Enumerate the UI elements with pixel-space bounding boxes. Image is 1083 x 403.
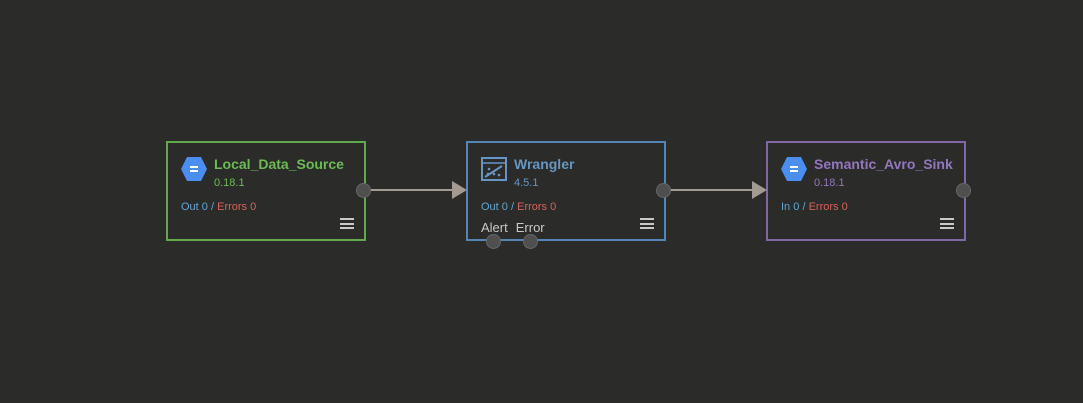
errors-count: 0 <box>550 201 557 213</box>
node-name: Wrangler <box>514 156 575 172</box>
node-version: 0.18.1 <box>814 177 845 189</box>
node-name: Local_Data_Source <box>214 156 344 172</box>
io-label: Out <box>481 201 499 213</box>
menu-icon[interactable] <box>640 218 654 229</box>
node-metrics: In 0 / Errors 0 <box>781 201 848 213</box>
errors-label: Errors <box>808 201 839 213</box>
errors-label: Errors <box>517 201 548 213</box>
menu-icon[interactable] <box>340 218 354 229</box>
alert-port-endpoint[interactable] <box>486 234 501 249</box>
node-metrics: Out 0 / Errors 0 <box>481 201 556 213</box>
menu-icon[interactable] <box>940 218 954 229</box>
io-label: Out <box>181 201 199 213</box>
port-labels: Alert Error <box>481 220 553 235</box>
sink-output-endpoint[interactable] <box>956 183 971 198</box>
node-semantic-avro-sink[interactable]: Semantic_Avro_Sink 0.18.1 In 0 / Errors … <box>766 141 966 241</box>
node-wrangler[interactable]: Wrangler 4.5.1 Out 0 / Errors 0 Alert Err… <box>466 141 666 241</box>
connection-source-to-wrangler[interactable] <box>370 181 467 199</box>
hexagon-plugin-icon <box>181 157 207 181</box>
alert-port-label: Alert <box>481 220 508 235</box>
io-count: 0 <box>201 201 208 213</box>
hexagon-plugin-icon <box>781 157 807 181</box>
error-port-endpoint[interactable] <box>523 234 538 249</box>
metric-separator: / <box>510 201 515 213</box>
wrangler-output-endpoint[interactable] <box>656 183 671 198</box>
metric-separator: / <box>802 201 806 213</box>
connection-wrangler-to-sink[interactable] <box>670 181 767 199</box>
node-local-data-source[interactable]: Local_Data_Source 0.18.1 Out 0 / Errors … <box>166 141 366 241</box>
errors-count: 0 <box>841 201 848 213</box>
metric-separator: / <box>210 201 215 213</box>
source-output-endpoint[interactable] <box>356 183 371 198</box>
node-version: 4.5.1 <box>514 177 539 189</box>
node-version: 0.18.1 <box>214 177 245 189</box>
io-count: 0 <box>501 201 508 213</box>
errors-count: 0 <box>250 201 257 213</box>
error-port-label: Error <box>515 220 545 235</box>
errors-label: Errors <box>217 201 248 213</box>
io-count: 0 <box>793 201 800 213</box>
node-name: Semantic_Avro_Sink <box>814 156 953 172</box>
wrangler-icon <box>481 157 507 181</box>
io-label: In <box>781 201 791 213</box>
node-metrics: Out 0 / Errors 0 <box>181 201 256 213</box>
